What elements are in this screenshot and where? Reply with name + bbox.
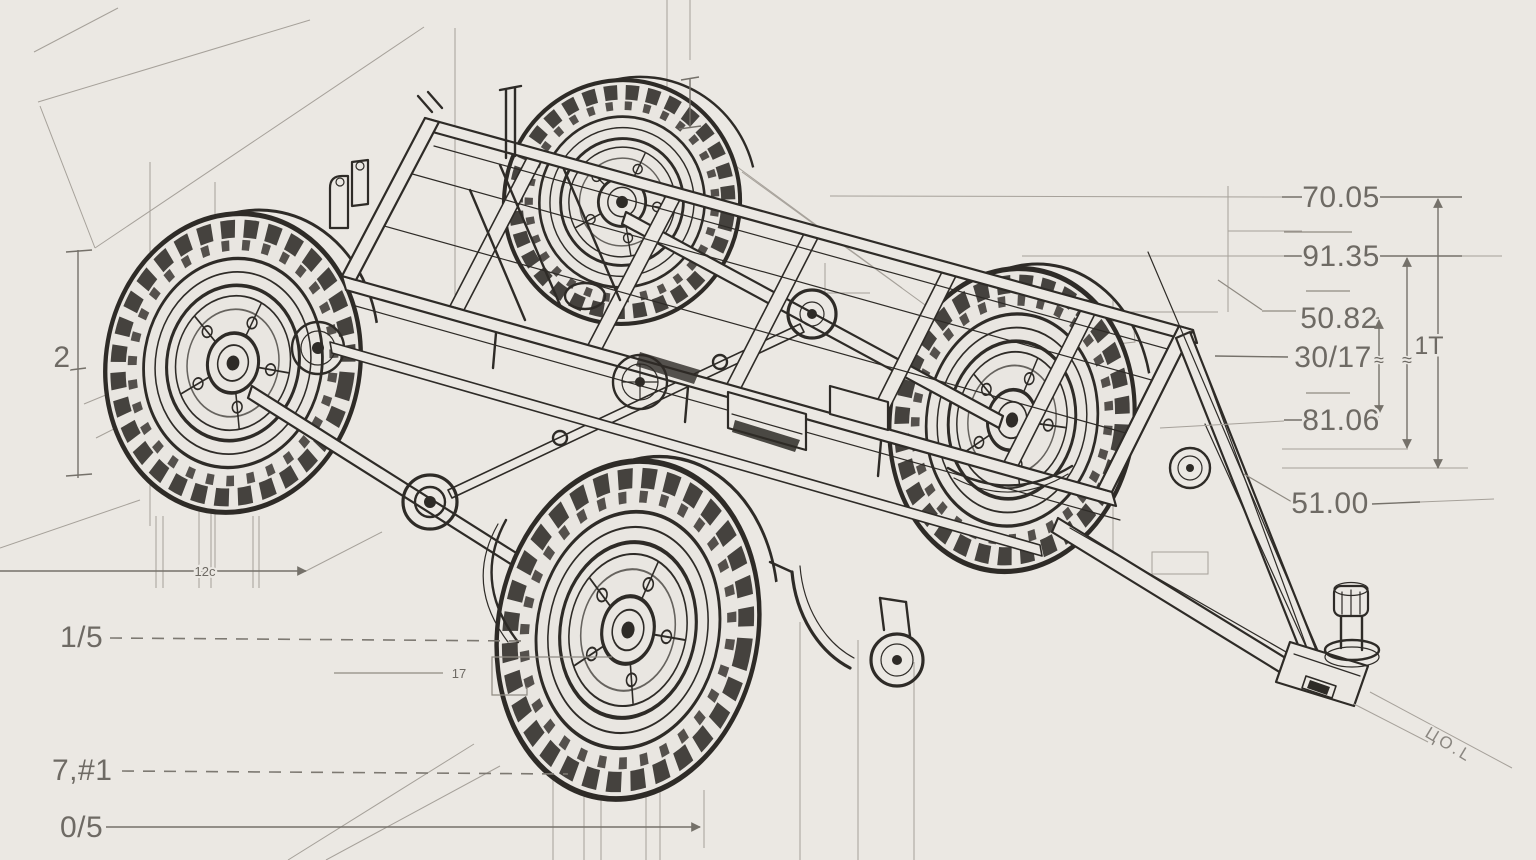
callout-label-7-1: 7,#1	[52, 754, 112, 787]
dim-break-symbol-inner: ≈	[1374, 350, 1384, 370]
hitch-note-label: ЦO.L	[1422, 723, 1476, 766]
transmission-box	[726, 390, 808, 452]
dimension-annotations: 70.05 91.35 50.82 ≈ 30/17 ≈ 81.06 1T 51.…	[0, 76, 1502, 847]
dim-label-base-small: 12c	[195, 564, 216, 579]
differential-front	[786, 288, 838, 340]
dim-label-81-06: 81.06	[1302, 404, 1380, 437]
equipment-box	[828, 384, 890, 432]
dim-label-detail-small: 17	[452, 666, 466, 681]
drawbar-aframe	[1050, 251, 1324, 694]
idler-wheel	[1168, 446, 1212, 490]
dim-label-left-height: 2	[53, 341, 70, 374]
front-bracket-tower	[328, 84, 523, 230]
shadow-block	[732, 420, 800, 452]
differential-rear	[401, 473, 459, 531]
dim-label-91-35: 91.35	[1302, 240, 1380, 273]
chassis-frame	[328, 84, 1201, 594]
callout-label-0-5: 0/5	[60, 811, 103, 844]
dim-label-30-17: 30/17	[1294, 341, 1372, 374]
dim-label-70-05: 70.05	[1302, 181, 1380, 214]
wheel-bottom	[470, 432, 794, 821]
callout-label-1-5: 1/5	[60, 621, 103, 654]
fenders	[482, 518, 855, 670]
caster-roller	[869, 596, 925, 688]
dim-break-symbol-outer: ≈	[1402, 350, 1412, 370]
dim-label-overall-height: 1T	[1414, 332, 1443, 360]
hitch-jack-knob	[1332, 581, 1370, 618]
dim-label-51-00: 51.00	[1291, 487, 1369, 520]
hitch-coupler: ЦO.L	[1274, 581, 1513, 769]
wheel-left	[82, 187, 393, 535]
dim-label-50-82: 50.82	[1300, 302, 1378, 335]
